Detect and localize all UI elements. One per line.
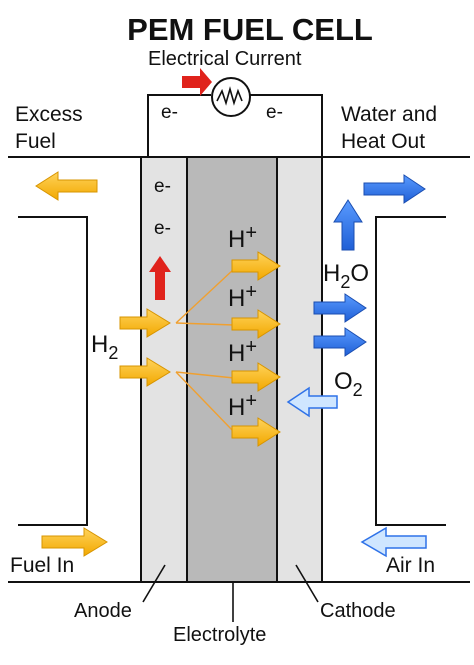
anode-electron-1: e- (154, 176, 171, 197)
hydrogen-input-arrow-2-icon (119, 357, 171, 387)
cathode-label: Cathode (320, 600, 396, 622)
svg-text:H+: H+ (228, 390, 257, 421)
water-out-arrow-icon (363, 174, 426, 204)
hydrogen-input-arrow-1-icon (119, 308, 171, 338)
cathode-layer (276, 156, 323, 583)
excess-fuel-label-line1: Excess (15, 103, 83, 126)
air-in-label: Air In (386, 554, 435, 577)
anode-label: Anode (74, 600, 132, 622)
water-arrow-2-icon (313, 327, 367, 357)
proton-label-3: H+ (228, 336, 257, 367)
fuel-in-arrow-icon (41, 527, 108, 557)
water-arrow-1-icon (313, 293, 367, 323)
proton-label-4: H+ (228, 390, 257, 421)
water-heat-label-line1: Water and (341, 103, 437, 126)
electron-flow-arrow-icon (182, 68, 212, 96)
housing-lines (8, 156, 470, 583)
anode-electron-2: e- (154, 218, 171, 239)
air-in-arrow-icon (360, 526, 427, 558)
water-up-arrow-icon (333, 199, 363, 251)
diagram-title: PEM FUEL CELL (127, 12, 373, 47)
electrolyte-label: Electrolyte (173, 624, 266, 646)
electrical-current-label: Electrical Current (148, 48, 302, 70)
excess-fuel-label-line2: Fuel (15, 130, 56, 153)
anode-electron-up-arrow-icon (149, 256, 171, 300)
hydrogen-label: H2 (91, 331, 118, 363)
proton-arrow-3-icon (231, 362, 281, 392)
proton-arrow-2-icon (231, 309, 281, 339)
svg-text:H+: H+ (228, 281, 257, 312)
fuel-in-label: Fuel In (10, 554, 74, 577)
oxygen-input-arrow-icon (286, 386, 338, 418)
svg-text:H+: H+ (228, 336, 257, 367)
proton-paths (175, 268, 235, 433)
water-label: H2O (323, 260, 369, 292)
oxygen-label: O2 (334, 368, 363, 400)
water-heat-label-line2: Heat Out (341, 130, 425, 153)
external-circuit (147, 94, 323, 157)
circuit-electron-left: e- (161, 102, 178, 123)
proton-arrow-4-icon (231, 417, 281, 447)
layer-leader-lines (142, 564, 319, 622)
ac-source-icon (211, 77, 251, 117)
proton-label-2: H+ (228, 281, 257, 312)
circuit-electron-right: e- (266, 102, 283, 123)
excess-fuel-arrow-icon (35, 171, 98, 201)
svg-text:H+: H+ (228, 222, 257, 253)
svg-text:H2O: H2O (323, 260, 369, 292)
svg-text:O2: O2 (334, 368, 363, 400)
proton-arrow-1-icon (231, 251, 281, 281)
proton-label-1: H+ (228, 222, 257, 253)
svg-text:H2: H2 (91, 331, 118, 363)
